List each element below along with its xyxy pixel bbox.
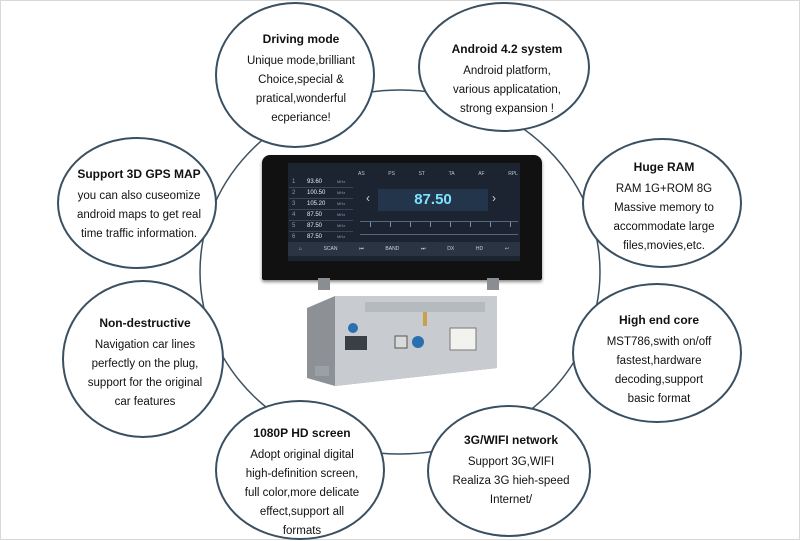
bubble-line: files,movies,etc.: [623, 240, 705, 252]
bubble-line: effect,support all: [259, 506, 345, 518]
bubble-hd-screen: 1080P HD screen Adopt original digital h…: [215, 400, 385, 540]
bubble-title: Support 3D GPS MAP: [77, 167, 201, 181]
bubble-title: Android 4.2 system: [451, 42, 563, 56]
bubble-line: formats: [282, 525, 322, 537]
bubble-line: RAM 1G+ROM 8G: [615, 183, 713, 195]
preset-unit: MHz: [337, 234, 346, 239]
chevron-right-icon: ›: [492, 191, 496, 205]
band-icon: ST: [418, 171, 425, 177]
preset-unit: MHz: [337, 190, 346, 195]
band-icon: RPL: [508, 171, 518, 177]
preset-number: 1: [292, 179, 296, 185]
bubble-line: Massive memory to: [614, 202, 714, 214]
control-box: [307, 296, 497, 386]
bubble-line: various applicatation,: [452, 84, 562, 96]
next-icon: ⏭: [421, 246, 426, 252]
preset-unit: MHz: [337, 179, 346, 184]
preset-number: 4: [292, 212, 296, 218]
preset-frequency: 87.50: [307, 223, 323, 229]
bubble-line: Android platform,: [463, 65, 551, 77]
chevron-left-icon: ‹: [366, 191, 370, 205]
bubble-line: ecperiance!: [271, 112, 331, 124]
bubble-android-system: Android 4.2 system Android platform, var…: [418, 2, 590, 132]
band-icon: AS: [358, 171, 365, 177]
bubble-title: 1080P HD screen: [253, 426, 351, 440]
preset-unit: MHz: [337, 201, 346, 206]
radio-preset: 4 87.50 MHz: [289, 210, 353, 221]
radio-bottom-bar: ⌂ SCAN ⏮ BAND ⏭ DX HD ↩: [288, 242, 520, 256]
bubble-line: fastest,hardware: [616, 355, 702, 367]
radio-preset: 5 87.50 MHz: [289, 221, 353, 232]
bubble-line: Support 3G,WIFI: [467, 456, 555, 468]
radio-frequency: 87.50: [378, 189, 488, 211]
bubble-title: Huge RAM: [633, 160, 695, 174]
bottom-bar-label: SCAN: [323, 246, 338, 252]
bubble-line: car features: [114, 396, 176, 408]
bubble-line: Unique mode,brilliant: [246, 55, 356, 67]
preset-frequency: 100.50: [307, 190, 326, 196]
band-icon: AF: [478, 171, 485, 177]
mount-bracket: [318, 278, 330, 290]
bottom-bar-label: BAND: [385, 246, 400, 252]
preset-number: 3: [292, 201, 296, 207]
bubble-title: Non-destructive: [99, 316, 191, 330]
bubble-line: pratical,wonderful: [255, 93, 347, 105]
preset-unit: MHz: [337, 223, 346, 228]
bubble-line: android maps to get real: [76, 209, 202, 221]
bubble-huge-ram: Huge RAM RAM 1G+ROM 8G Massive memory to…: [582, 138, 742, 268]
bubble-line: Realiza 3G hieh-speed: [452, 475, 570, 487]
bubble-3g-wifi: 3G/WIFI network Support 3G,WIFI Realiza …: [427, 405, 591, 537]
bubble-title: 3G/WIFI network: [463, 433, 558, 447]
bubble-line: Internet/: [489, 494, 533, 506]
bubble-line: full color,more delicate: [244, 487, 360, 499]
preset-unit: MHz: [337, 212, 346, 217]
tuning-scale: [360, 221, 518, 235]
radio-preset: 1 93.60 MHz: [289, 177, 353, 188]
preset-frequency: 93.60: [307, 179, 323, 185]
bubble-gps-map: Support 3D GPS MAP you can also cuseomiz…: [57, 137, 217, 269]
bottom-bar-label: HD: [475, 246, 484, 252]
bubble-line: Choice,special &: [258, 74, 344, 86]
bubble-non-destructive: Non-destructive Navigation car lines per…: [62, 280, 224, 438]
bubble-driving-mode: Driving mode Unique mode,brilliant Choic…: [215, 2, 375, 148]
preset-frequency: 105.20: [307, 201, 326, 207]
head-unit-screen: 1 93.60 MHz 2 100.50 MHz 3 105.20 MHz 4 …: [262, 155, 542, 280]
bubble-title: High end core: [618, 313, 699, 327]
bubble-line: Navigation car lines: [94, 339, 196, 351]
bubble-line: strong expansion !: [460, 103, 554, 115]
preset-number: 2: [292, 190, 296, 196]
radio-preset: 3 105.20 MHz: [289, 199, 353, 210]
mount-bracket: [487, 278, 499, 290]
home-icon: ⌂: [298, 246, 302, 252]
preset-frequency: 87.50: [307, 212, 323, 218]
bubble-line: basic format: [627, 393, 691, 405]
bottom-bar-label: DX: [447, 246, 455, 252]
back-icon: ↩: [504, 246, 510, 252]
preset-frequency: 87.50: [307, 234, 323, 240]
preset-number: 5: [292, 223, 296, 229]
bubble-high-end-core: High end core MST786,swith on/off fastes…: [572, 283, 742, 423]
radio-preset: 2 100.50 MHz: [289, 188, 353, 199]
bubble-title: Driving mode: [262, 32, 340, 46]
bubble-line: Adopt original digital: [250, 449, 354, 461]
bubble-line: time traffic information.: [80, 228, 198, 240]
bubble-line: perfectly on the plug,: [91, 358, 199, 370]
bubble-line: high-definition screen,: [245, 468, 359, 480]
bubble-line: you can also cuseomize: [77, 190, 201, 202]
prev-icon: ⏮: [359, 246, 364, 252]
bubble-line: accommodate large: [613, 221, 715, 233]
preset-number: 6: [292, 234, 296, 240]
bubble-line: support for the original: [87, 377, 203, 389]
bubble-line: decoding,support: [614, 374, 704, 386]
band-icon: PS: [388, 171, 395, 177]
band-icon: TA: [448, 171, 455, 177]
bubble-line: MST786,swith on/off: [606, 336, 712, 348]
radio-band-icons: AS PS ST TA AF RPL: [358, 171, 518, 177]
